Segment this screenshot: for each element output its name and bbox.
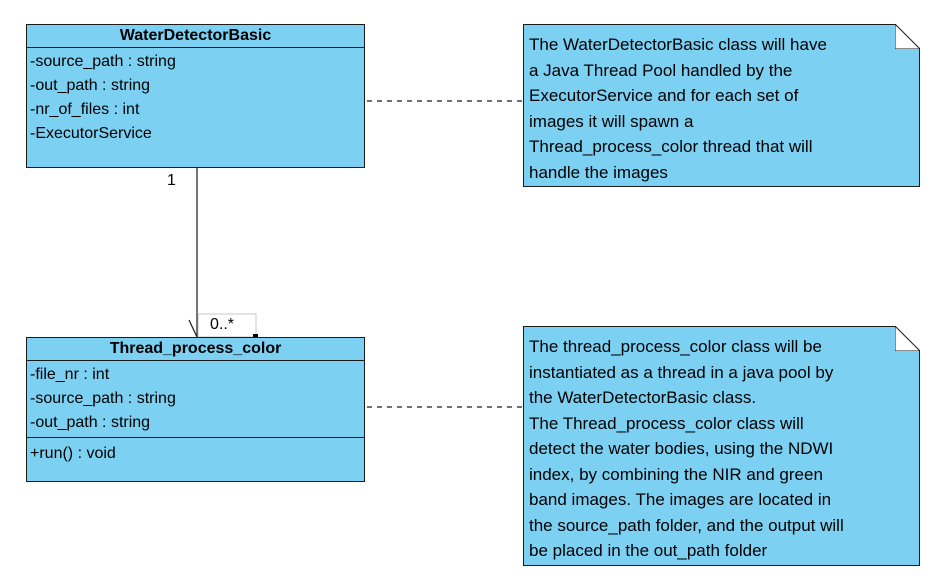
note-water-detector[interactable]: The WaterDetectorBasic class will have a… xyxy=(523,24,920,187)
note-text-line: The thread_process_color class will be xyxy=(529,337,822,356)
class-thread-process-color[interactable]: Thread_process_color -file_nr : int -sou… xyxy=(26,337,365,482)
note-text-line: images it will spawn a xyxy=(529,111,694,131)
attribute: -source_path : string xyxy=(30,390,176,407)
attribute: -file_nr : int xyxy=(30,366,110,383)
note-text-line: The Thread_process_color class will xyxy=(529,413,804,433)
note-text-line: Thread_process_color thread that will xyxy=(529,137,813,156)
note-text-line: be placed in the out_path folder xyxy=(529,541,768,560)
note-text-line: instantiated as a thread in a java pool … xyxy=(529,362,834,382)
note-thread-process-color[interactable]: The thread_process_color class will be i… xyxy=(523,326,920,566)
attribute-list: -file_nr : int -source_path : string -ou… xyxy=(27,361,364,437)
operation-list: +run() : void xyxy=(27,437,364,470)
class-name: Thread_process_color xyxy=(27,338,364,361)
note-text-line: The WaterDetectorBasic class will have xyxy=(529,35,827,54)
note-text-line: the WaterDetectorBasic class. xyxy=(529,388,757,407)
class-water-detector-basic[interactable]: WaterDetectorBasic -source_path : string… xyxy=(26,24,365,168)
note-text-line: detect the water bodies, using the NDWI xyxy=(529,439,834,458)
attribute: -nr_of_files : int xyxy=(30,101,140,118)
note-text-line: index, by combining the NIR and green xyxy=(529,464,823,484)
note-text-line: a Java Thread Pool handled by the xyxy=(529,60,793,80)
operation: +run() : void xyxy=(30,445,116,462)
note-text-line: the source_path folder, and the output w… xyxy=(529,515,844,535)
class-name: WaterDetectorBasic xyxy=(27,25,364,48)
note-text-line: band images. The images are located in xyxy=(529,490,832,509)
multiplicity-handle[interactable] xyxy=(253,334,258,339)
note-fold-corner xyxy=(895,326,920,351)
attribute: -out_path : string xyxy=(30,77,151,94)
attribute: -source_path : string xyxy=(30,53,176,70)
note-text-line: ExecutorService and for each set of xyxy=(529,86,799,105)
attribute: -out_path : string xyxy=(30,414,151,431)
attribute: -ExecutorService xyxy=(30,125,152,142)
attribute-list: -source_path : string -out_path : string… xyxy=(27,48,364,152)
source-multiplicity: 1 xyxy=(167,172,176,189)
target-multiplicity: 0..* xyxy=(210,316,235,333)
note-text-line: handle the images xyxy=(529,162,668,182)
note-fold-corner xyxy=(895,24,920,49)
